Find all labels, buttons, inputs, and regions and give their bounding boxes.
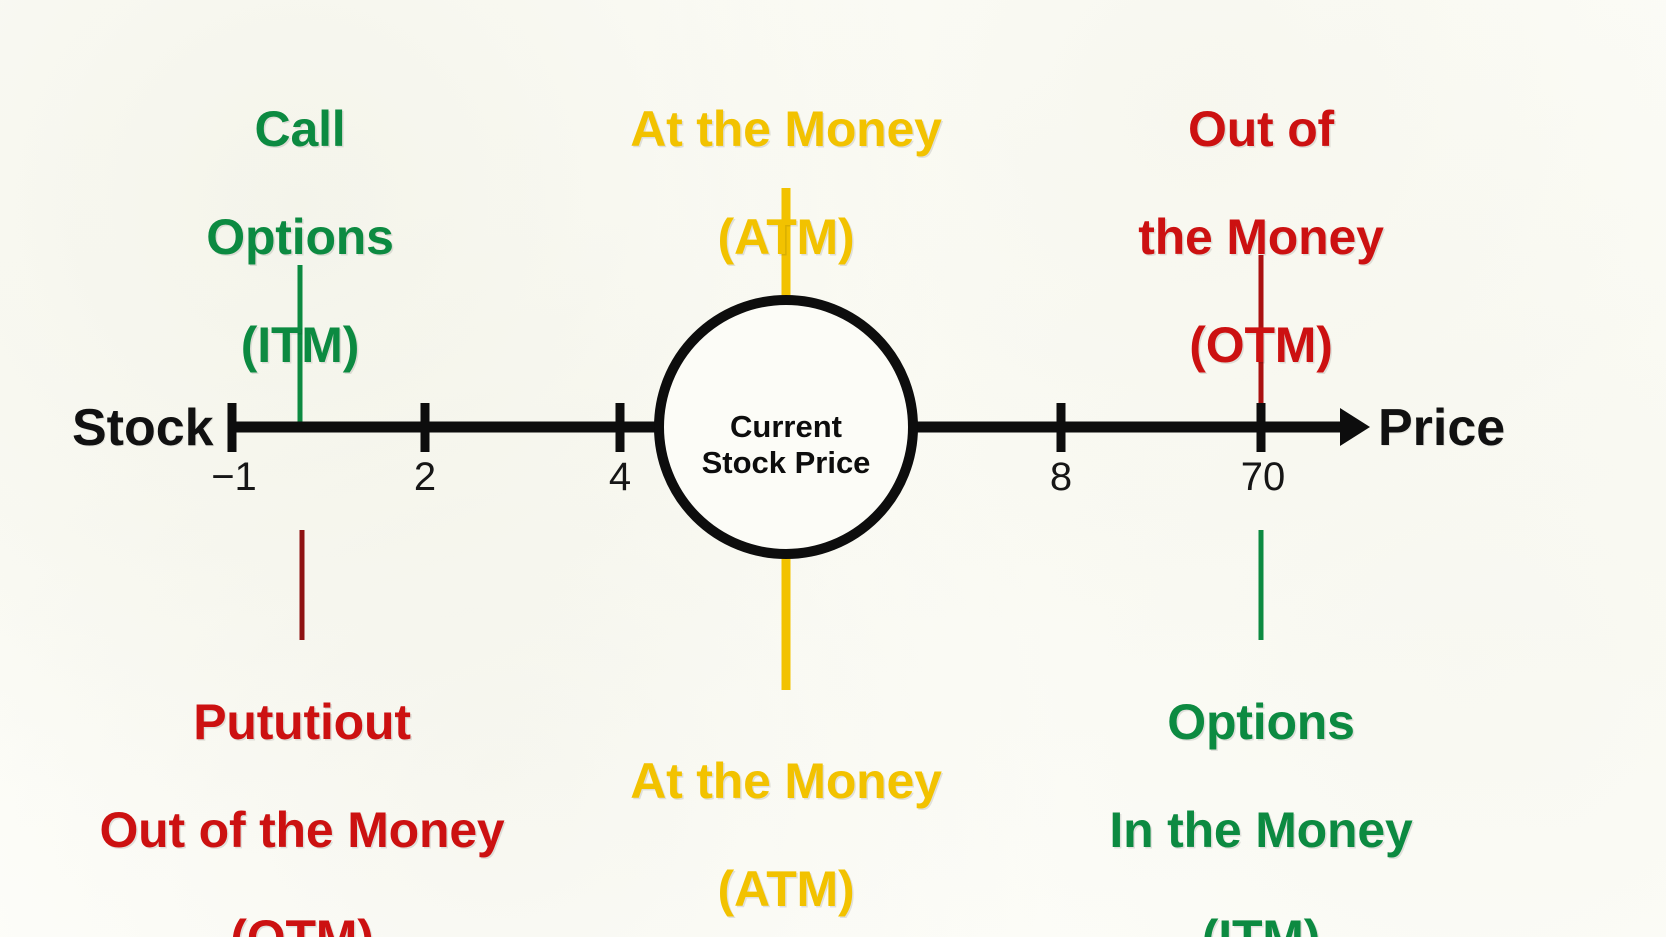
callout-at-the-money-top-line1: At the Money — [630, 101, 942, 157]
tick-label-8: 8 — [1049, 455, 1073, 499]
callout-out-of-the-money-top-line3: (OTM) — [1189, 317, 1333, 373]
callout-at-the-money-bottom: At the Money (ATM) — [566, 700, 1006, 937]
tick-label-70: 70 — [1240, 455, 1286, 499]
current-stock-price-line1: Current — [730, 409, 842, 445]
callout-out-of-the-money-top: Out of the Money (OTM) — [1081, 48, 1441, 426]
callout-call-options-itm-line2: Options — [206, 209, 394, 265]
tick-label-4: 4 — [608, 455, 632, 499]
callout-options-in-the-money-line3: (ITM) — [1051, 911, 1471, 937]
tick-label-2: 2 — [413, 455, 437, 499]
callout-at-the-money-top: At the Money (ATM) — [566, 48, 1006, 318]
axis-left-label: Stock — [72, 399, 214, 457]
axis-arrow-head — [1340, 408, 1370, 446]
callout-put-options-otm-line3: (OTM) — [92, 911, 512, 937]
callout-at-the-money-bottom-line2: (ATM) — [717, 861, 855, 917]
callout-out-of-the-money-top-line1: Out of — [1188, 101, 1334, 157]
current-stock-price-circle — [654, 295, 918, 559]
callout-options-in-the-money: Options In the Money (ITM) — [1051, 641, 1471, 937]
callout-at-the-money-top-line2: (ATM) — [717, 209, 855, 265]
tick-label-minus-1: −1 — [211, 455, 257, 499]
callout-put-options-otm-line2: Out of the Money — [99, 802, 505, 858]
current-stock-price-label: Current Stock Price — [702, 374, 871, 480]
axis-right-label: Price — [1378, 399, 1506, 457]
callout-call-options-itm-line1: Call — [254, 101, 346, 157]
callout-options-in-the-money-line1: Options — [1167, 694, 1355, 750]
callout-options-in-the-money-line2: In the Money — [1109, 802, 1413, 858]
callout-put-options-otm: Pututiout Out of the Money (OTM) — [92, 641, 512, 937]
callout-call-options-itm-line3: (ITM) — [240, 317, 360, 373]
current-stock-price-line2: Stock Price — [701, 444, 871, 480]
callout-at-the-money-bottom-line1: At the Money — [630, 753, 942, 809]
callout-put-options-otm-line1: Pututiout — [193, 694, 411, 750]
callout-out-of-the-money-top-line2: the Money — [1138, 209, 1384, 265]
callout-call-options-itm: Call Options (ITM) — [160, 48, 440, 426]
